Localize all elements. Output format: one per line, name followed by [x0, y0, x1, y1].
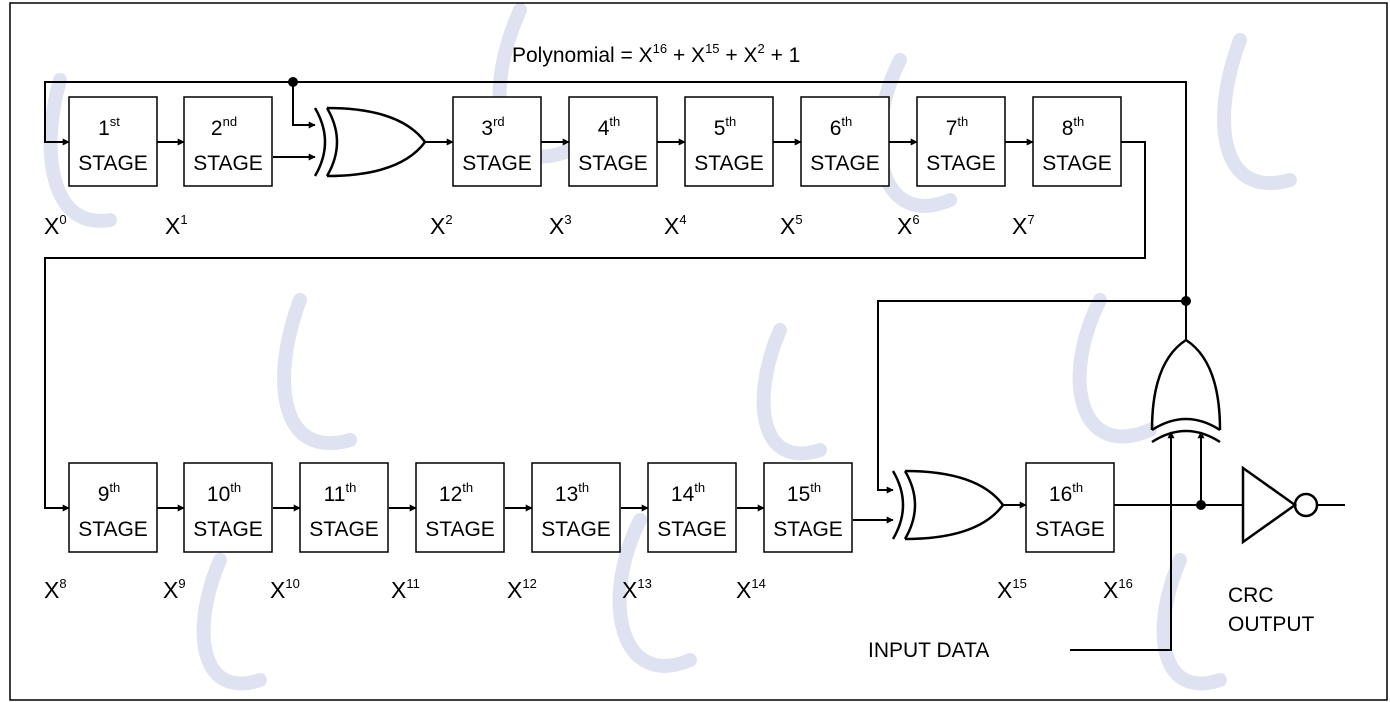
crc-output-label: CRC — [1228, 584, 1274, 607]
stage-rect — [415, 462, 505, 553]
polynomial-title: Polynomial = X16 + X15 + X2 + 1 — [512, 41, 800, 67]
tap-label: X2 — [430, 212, 453, 239]
stage-number: 4th — [598, 114, 621, 140]
tap-label-output: X16 — [1103, 576, 1133, 603]
junction-dots — [288, 77, 1206, 510]
shift-register-stages: 1stSTAGE2ndSTAGE3rdSTAGE4thSTAGE5thSTAGE… — [68, 96, 1122, 553]
stage-rect — [531, 462, 621, 553]
tap-label: X6 — [897, 212, 920, 239]
stage-number: 5th — [714, 114, 737, 140]
tap-label: X10 — [270, 576, 300, 603]
stage-number: 12th — [439, 480, 473, 506]
stage-number: 14th — [671, 480, 705, 506]
junction-dot — [288, 77, 298, 87]
stage-number: 13th — [555, 480, 589, 506]
stage-word: STAGE — [657, 518, 727, 541]
stage-word: STAGE — [309, 518, 379, 541]
stage-word: STAGE — [578, 152, 648, 175]
tap-label: X14 — [736, 576, 766, 603]
tap-label: X0 — [44, 212, 67, 239]
stage-word: STAGE — [1035, 518, 1105, 541]
stage-rect — [68, 96, 158, 187]
stage-word: STAGE — [78, 518, 148, 541]
junction-dot — [1196, 500, 1206, 510]
stage-number: 1st — [98, 114, 120, 140]
stage-number: 3rd — [481, 114, 504, 140]
stage-rect — [1032, 96, 1122, 187]
stage-word: STAGE — [193, 518, 263, 541]
wiring — [44, 81, 1345, 651]
stage-rect — [183, 462, 273, 553]
stage-rect — [763, 462, 853, 553]
stage-rect — [299, 462, 389, 553]
stage-number: 2nd — [211, 114, 237, 140]
stage-word: STAGE — [193, 152, 263, 175]
stage-rect — [452, 96, 542, 187]
stage-word: STAGE — [773, 518, 843, 541]
stage-number: 7th — [946, 114, 969, 140]
diagram-frame — [9, 2, 1388, 701]
stage-number: 9th — [98, 480, 121, 506]
tap-label: X3 — [549, 212, 572, 239]
tap-label: X9 — [163, 576, 186, 603]
stage-rect — [647, 462, 737, 553]
tap-label: X8 — [44, 576, 67, 603]
stage-word: STAGE — [926, 152, 996, 175]
junction-dot — [1181, 296, 1191, 306]
xor-gate-input — [1150, 338, 1222, 444]
tap-label: X4 — [664, 212, 687, 239]
tap-label: X12 — [507, 576, 537, 603]
crc-output-label-line2: OUTPUT — [1228, 613, 1315, 636]
stage-word: STAGE — [541, 518, 611, 541]
tap-label: X1 — [165, 212, 188, 239]
stage-number: 6th — [830, 114, 853, 140]
tap-label: X11 — [391, 576, 420, 603]
tap-label: X13 — [622, 576, 652, 603]
tap-label: X7 — [1012, 212, 1035, 239]
stage-number: 10th — [207, 480, 241, 506]
output-inverter — [1241, 465, 1319, 545]
stage-number: 15th — [787, 480, 821, 506]
stage-rect — [183, 96, 273, 187]
stage-rect — [568, 96, 658, 187]
stage-rect — [1025, 462, 1115, 553]
xor-gate-feedback-2 — [891, 469, 1005, 541]
stage-number: 16th — [1049, 480, 1083, 506]
stage-rect — [916, 96, 1006, 187]
xor-gate-feedback-1 — [313, 106, 427, 178]
stage-number: 11th — [324, 480, 357, 506]
stage-word: STAGE — [1042, 152, 1112, 175]
stage-rect — [684, 96, 774, 187]
input-data-label: INPUT DATA — [868, 639, 989, 662]
stage-word: STAGE — [462, 152, 532, 175]
stage-word: STAGE — [694, 152, 764, 175]
tap-label: X5 — [780, 212, 803, 239]
tap-label: X15 — [997, 576, 1027, 603]
stage-rect — [800, 96, 890, 187]
stage-word: STAGE — [810, 152, 880, 175]
stage-word: STAGE — [425, 518, 495, 541]
stage-rect — [68, 462, 158, 553]
stage-word: STAGE — [78, 152, 148, 175]
stage-number: 8th — [1062, 114, 1085, 140]
